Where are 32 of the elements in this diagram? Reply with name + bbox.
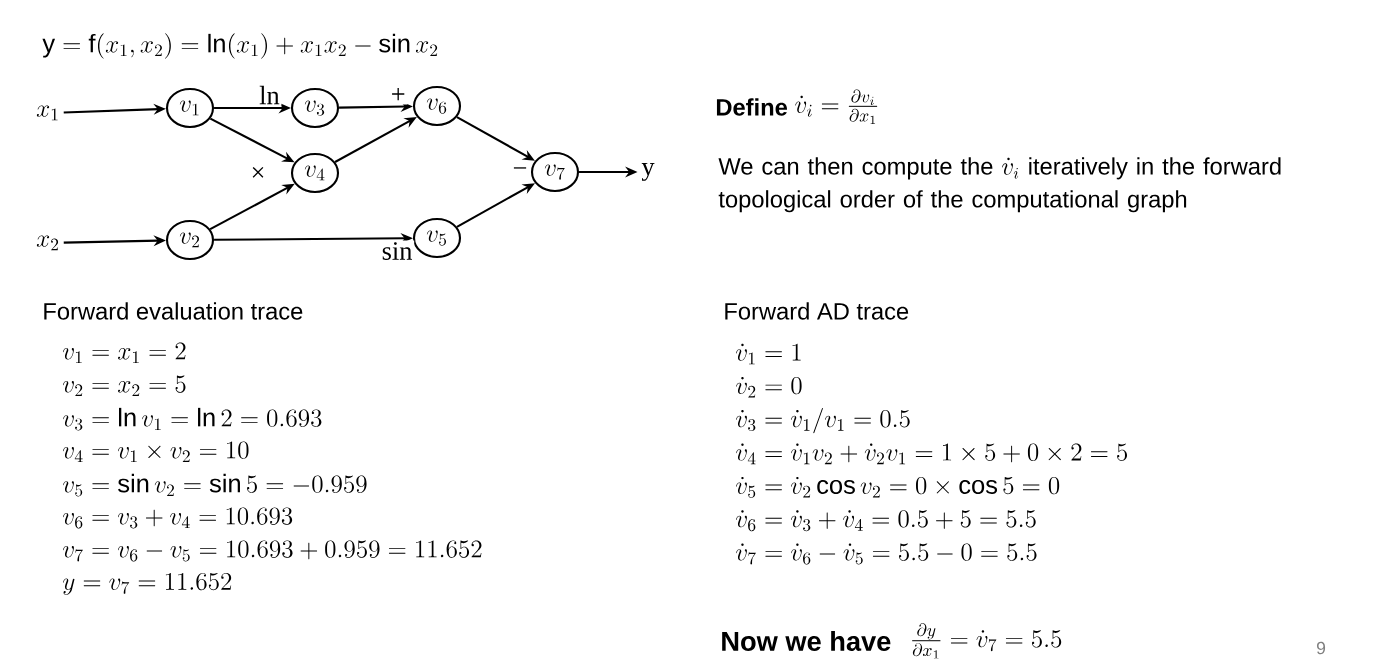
- formula: $v_7 = v_6 - v_5 = 10.693 + 0.959 = 11.652$: [63, 540, 482, 562]
- page-number: 9: [1316, 641, 1326, 655]
- formula: $\frac{\partial y}{\partial x_1} = \dot{v}_7 = 5.5$: [912, 623, 1062, 659]
- output-variable: y: [641, 163, 655, 181]
- formula: $v_3 = \ln v_1 = \ln 2 = 0.693$: [63, 407, 322, 431]
- formula: $v_2 = x_2 = 5$: [63, 375, 186, 397]
- formula: $\dot{v}_7 = \dot{v}_6 - \dot{v}_5 = 5.5 - 0 = 5.5$: [736, 543, 1037, 565]
- input-variable: $x_1$: [36, 105, 58, 121]
- formula: $\dot{v}_4 = \dot{v}_1 v_2 + \dot{v}_2 v_1 = 1 \times 5 + 0 \times 2 = 5$: [736, 443, 1127, 465]
- formula: $\dot{v}_6 = \dot{v}_3 + \dot{v}_4 = 0.5 + 5 = 5.5$: [736, 510, 1036, 532]
- edge-label: ln: [259, 85, 280, 105]
- bold-text: Define: [716, 98, 787, 116]
- formula: $\dot{v}_i = \frac{\partial v_i}{\partial x_1}$: [795, 89, 878, 124]
- formula: $\dot{v}_1 = 1$: [736, 343, 801, 365]
- formula: $v_1 = x_1 = 2$: [63, 342, 186, 364]
- formula: $\dot{v}_5 = \dot{v}_2 \cos v_2 = 0 \times \cos 5 = 0$: [736, 476, 1060, 498]
- edge-label: +: [392, 87, 405, 101]
- section-heading: Forward AD trace: [725, 302, 909, 320]
- edge-label: sin: [382, 242, 413, 260]
- formula: $v_5 = \sin v_2 = \sin 5 = -0.959$: [63, 473, 367, 497]
- operator-symbol: ×: [252, 166, 264, 178]
- formula: $v_4 = v_1 \times v_2 = 10$: [63, 441, 249, 463]
- formula: $\dot{v}_2 = 0$: [736, 377, 802, 398]
- bold-text: Now we have: [722, 631, 891, 651]
- paragraph-text: We can then compute the $\dot{v}_i$ iteratively in the forward topological order of the computational graph: [718, 157, 1281, 213]
- formula: $y = v_7 = 11.652$: [63, 572, 232, 595]
- formula: $\mathrm{y} = \mathrm{f}(x_1, x_2) = \ln(x_1) + x_1 x_2 - \sin x_2$: [42, 33, 438, 59]
- section-heading: Forward evaluation trace: [44, 302, 303, 320]
- formula: $v_6 = v_3 + v_4 = 10.693$: [63, 507, 293, 529]
- input-variable: $x_2$: [36, 235, 59, 251]
- formula: $\dot{v}_3 = \dot{v}_1 / v_1 = 0.5$: [736, 407, 910, 434]
- operator-symbol: −: [513, 167, 527, 169]
